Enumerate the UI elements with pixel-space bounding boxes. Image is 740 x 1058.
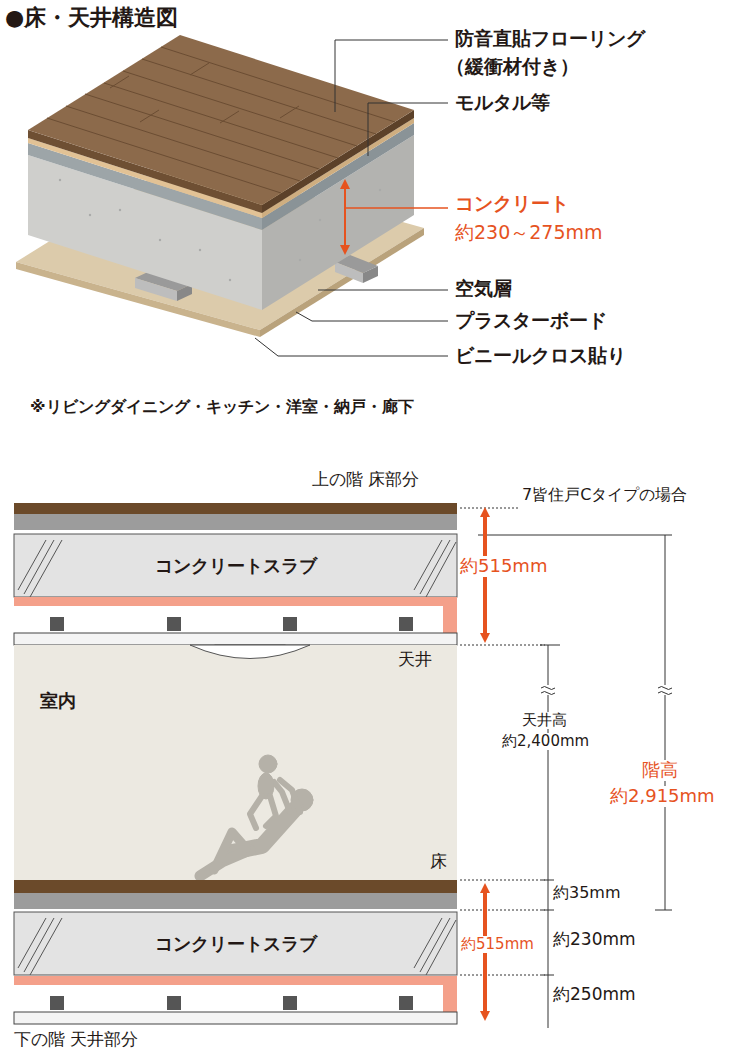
dimension-label: 約515mm xyxy=(458,556,549,577)
figure-silhouette xyxy=(200,755,313,876)
dimension-arrow xyxy=(345,184,448,250)
diagram-title: ●床・天井構造図 xyxy=(5,5,178,30)
upper-floor-section xyxy=(14,503,457,645)
dimension-label: 約515mm xyxy=(459,936,536,953)
room xyxy=(14,645,457,880)
node-label: コンクリートスラブ xyxy=(155,554,317,578)
dimension-label: 約230mm xyxy=(553,930,636,950)
dimension-label: プラスターボード xyxy=(455,310,607,332)
node-label: コンクリートスラブ xyxy=(155,932,317,956)
dimension-label: 天井 xyxy=(398,650,432,670)
dimension-label: 約230～275mm xyxy=(455,222,603,244)
dimension-label: 空気層 xyxy=(455,278,512,300)
room-area: 室内 xyxy=(14,645,457,880)
dimension-label: 約35mm xyxy=(553,884,621,902)
concrete-slab: コンクリートスラブ xyxy=(14,912,457,975)
node-label: 室内 xyxy=(40,689,76,713)
dimension-label: モルタル等 xyxy=(455,92,550,114)
dimension-label: ※リビングダイニング・キッチン・洋室・納戸・廊下 xyxy=(30,398,414,416)
dimension-label: 天井高 xyxy=(520,712,569,729)
dimension-label: 7皆住戸Cタイプの場合 xyxy=(522,486,687,504)
dimension-label: 約250mm xyxy=(553,985,636,1005)
dimension-label: 階高 xyxy=(640,760,680,781)
dimension-label: 下の階 天井部分 xyxy=(14,1030,138,1050)
dimension-label: 約2,915mm xyxy=(608,786,717,807)
dimension-label: ビニールクロス貼り xyxy=(455,345,626,367)
dimension-label: 防音直貼フローリング xyxy=(455,28,645,50)
dimension-label: コンクリート xyxy=(455,193,569,215)
dimension-label: （緩衝材付き） xyxy=(446,56,579,78)
dimension-label: 床 xyxy=(430,852,447,872)
concrete-slab: コンクリートスラブ xyxy=(14,534,457,597)
leader-line xyxy=(255,40,448,356)
lower-floor-section xyxy=(14,880,457,1024)
dimension-label: 上の階 床部分 xyxy=(312,470,419,490)
floor-block xyxy=(28,35,414,310)
break-mark xyxy=(541,685,672,695)
dimension-label: 約2,400mm xyxy=(500,733,591,750)
